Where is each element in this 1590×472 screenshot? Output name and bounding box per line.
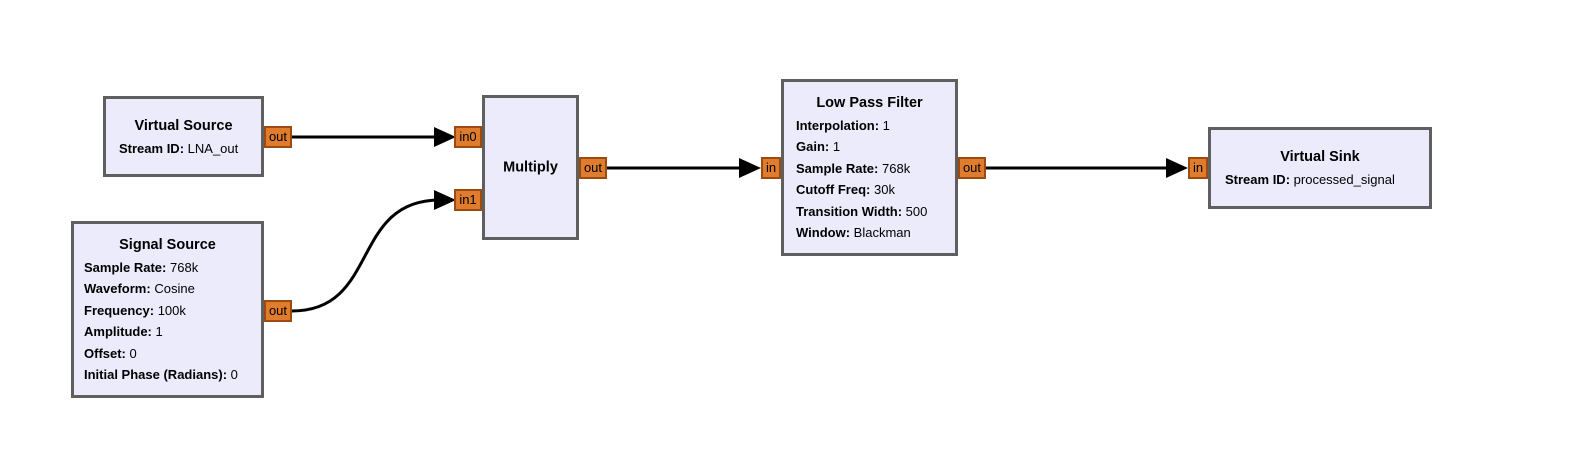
virtual-source-out-port[interactable]: out bbox=[264, 126, 292, 148]
param-stream-id: Stream ID: LNA_out bbox=[119, 140, 239, 156]
wire-arrowhead bbox=[1166, 158, 1188, 178]
low-pass-filter-in-port[interactable]: in bbox=[761, 157, 781, 179]
low-pass-filter-out-port[interactable]: out bbox=[958, 157, 986, 179]
multiply-out-port[interactable]: out bbox=[579, 157, 607, 179]
virtual-sink-block[interactable]: Virtual Sink Stream ID: processed_signal bbox=[1208, 127, 1432, 209]
signal-source-block[interactable]: Signal Source Sample Rate: 768k Waveform… bbox=[71, 221, 264, 398]
param-transition-width: Transition Width: 500 bbox=[796, 203, 928, 219]
param-sample-rate: Sample Rate: 768k bbox=[796, 160, 911, 176]
wire-signal-source-to-multiply-in1[interactable] bbox=[291, 198, 445, 313]
param-stream-id: Stream ID: processed_signal bbox=[1225, 171, 1395, 187]
multiply-in0-port[interactable]: in0 bbox=[454, 126, 482, 148]
param-initial-phase: Initial Phase (Radians): 0 bbox=[84, 367, 238, 382]
low-pass-filter-block[interactable]: Low Pass Filter Interpolation: 1 Gain: 1… bbox=[781, 79, 958, 256]
param-cutoff-freq: Cutoff Freq: 30k bbox=[796, 182, 895, 197]
wire-arrowhead bbox=[434, 190, 456, 210]
block-title: Low Pass Filter bbox=[816, 95, 923, 111]
param-sample-rate: Sample Rate: 768k bbox=[84, 259, 199, 275]
param-frequency: Frequency: 100k bbox=[84, 302, 186, 318]
param-offset: Offset: 0 bbox=[84, 345, 137, 361]
virtual-sink-in-port[interactable]: in bbox=[1188, 157, 1208, 179]
param-gain: Gain: 1 bbox=[796, 139, 841, 154]
param-waveform: Waveform: Cosine bbox=[84, 281, 195, 296]
virtual-source-block[interactable]: Virtual Source Stream ID: LNA_out bbox=[103, 96, 264, 177]
param-window: Window: Blackman bbox=[796, 225, 911, 240]
multiply-in1-port[interactable]: in1 bbox=[454, 189, 482, 211]
block-title: Multiply bbox=[503, 158, 558, 175]
wire-arrowhead bbox=[739, 158, 761, 178]
block-title: Virtual Source bbox=[134, 118, 233, 134]
block-title: Signal Source bbox=[119, 237, 216, 253]
multiply-block[interactable]: Multiply bbox=[482, 95, 579, 240]
block-title: Virtual Sink bbox=[1280, 149, 1360, 165]
wire-arrowhead bbox=[434, 127, 456, 147]
param-interpolation: Interpolation: 1 bbox=[796, 117, 890, 133]
signal-source-out-port[interactable]: out bbox=[264, 300, 292, 322]
param-amplitude: Amplitude: 1 bbox=[84, 324, 163, 339]
